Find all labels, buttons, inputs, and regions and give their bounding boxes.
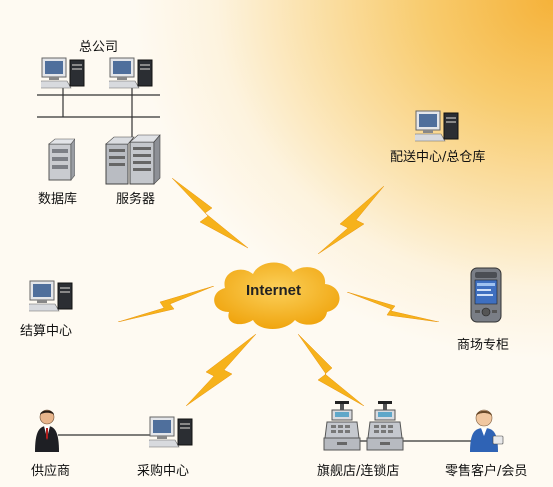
cash-register-icon [323,401,361,451]
database-icon [48,138,75,181]
lightning-icon [186,334,256,406]
customer-label: 零售客户/会员 [445,464,528,479]
hq-label: 总公司 [79,40,119,55]
server-icon [105,134,161,185]
lightning-icon [298,334,364,406]
cloud-icon [214,262,340,329]
supplier-label: 供应商 [31,464,71,479]
lightning-icon [118,286,214,322]
purchase-label: 采购中心 [137,464,190,479]
lightning-icon [347,292,439,322]
server-label: 服务器 [116,192,156,207]
businessman-icon [35,409,59,452]
lightning-icon [318,186,384,254]
desktop-computer-icon [29,280,73,312]
lightning-icon [172,178,248,249]
desktop-computer-icon [109,57,153,89]
internet-label: Internet [246,282,302,299]
settlement-label: 结算中心 [20,324,73,339]
desktop-computer-icon [415,110,459,142]
desktop-computer-icon [41,57,85,89]
desktop-computer-icon [149,416,193,448]
database-label: 数据库 [38,192,78,207]
distribution-label: 配送中心/总仓库 [390,150,486,165]
stores-label: 旗舰店/连锁店 [317,464,400,479]
cash-register-icon [366,401,404,451]
pda-phone-icon [470,267,502,323]
counter-label: 商场专柜 [457,338,510,353]
customer-icon [470,409,504,452]
